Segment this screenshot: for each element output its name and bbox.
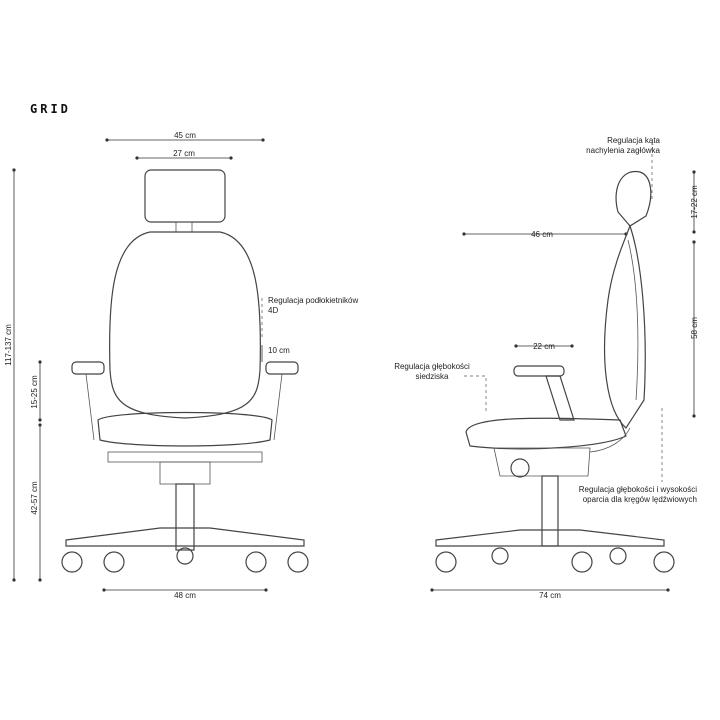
front-armrest-label-line1: Regulacja podłokietników bbox=[268, 296, 359, 305]
front-armrest-right bbox=[265, 361, 299, 375]
side-gas-column bbox=[541, 475, 559, 547]
side-backrest bbox=[604, 224, 646, 429]
side-lumbar-label-line1: Regulacja głębokości i wysokości bbox=[579, 485, 698, 494]
front-height-back-label: 15-25 cm bbox=[30, 375, 39, 409]
side-headrest-height-label: 17-22 cm bbox=[690, 185, 699, 219]
front-base bbox=[65, 527, 305, 547]
front-mechanism bbox=[159, 461, 211, 485]
front-height-total-label: 117-137 cm bbox=[4, 324, 13, 366]
front-width-headrest-label: 27 cm bbox=[173, 149, 195, 158]
front-view: 45 cm 27 cm 117-137 cm bbox=[4, 131, 359, 600]
front-casters bbox=[61, 547, 309, 573]
front-gas-column bbox=[175, 483, 195, 551]
side-seat-label-line2: siedziska bbox=[416, 372, 449, 381]
front-armrest-left bbox=[71, 361, 105, 375]
front-headrest-post bbox=[175, 221, 193, 233]
product-title: GRID bbox=[30, 102, 71, 116]
front-height-seat-label: 42-57 cm bbox=[30, 481, 39, 515]
side-headrest bbox=[615, 170, 652, 227]
side-armrest-post bbox=[545, 375, 575, 421]
front-armrest-range-label: 10 cm bbox=[268, 346, 290, 355]
side-casters bbox=[435, 547, 675, 573]
side-mechanism bbox=[493, 447, 591, 477]
side-armrest-depth-label: 22 cm bbox=[533, 342, 555, 351]
front-headrest bbox=[144, 169, 226, 223]
side-depth-back-label: 46 cm bbox=[531, 230, 553, 239]
side-headrest-label-line2: nachylenia zagłówka bbox=[586, 146, 660, 155]
front-backrest bbox=[109, 231, 261, 419]
side-armrest bbox=[513, 365, 565, 377]
front-armrest-label-line2: 4D bbox=[268, 306, 278, 315]
side-seat-knob bbox=[510, 458, 530, 478]
front-seat bbox=[97, 411, 273, 447]
side-base-depth-label: 74 cm bbox=[539, 591, 561, 600]
side-seat-label-line1: Regulacja głębokości bbox=[394, 362, 470, 371]
side-view: Regulacja kąta nachylenia zagłówka 17-22… bbox=[394, 136, 699, 600]
side-lumbar-label-line2: oparcia dla kręgów lędźwiowych bbox=[583, 495, 697, 504]
side-headrest-label-line1: Regulacja kąta bbox=[607, 136, 660, 145]
side-seat bbox=[465, 417, 627, 450]
side-back-height-label: 58 cm bbox=[690, 317, 699, 339]
side-base bbox=[435, 529, 665, 547]
front-width-outer-label: 45 cm bbox=[174, 131, 196, 140]
front-base-width-label: 48 cm bbox=[174, 591, 196, 600]
